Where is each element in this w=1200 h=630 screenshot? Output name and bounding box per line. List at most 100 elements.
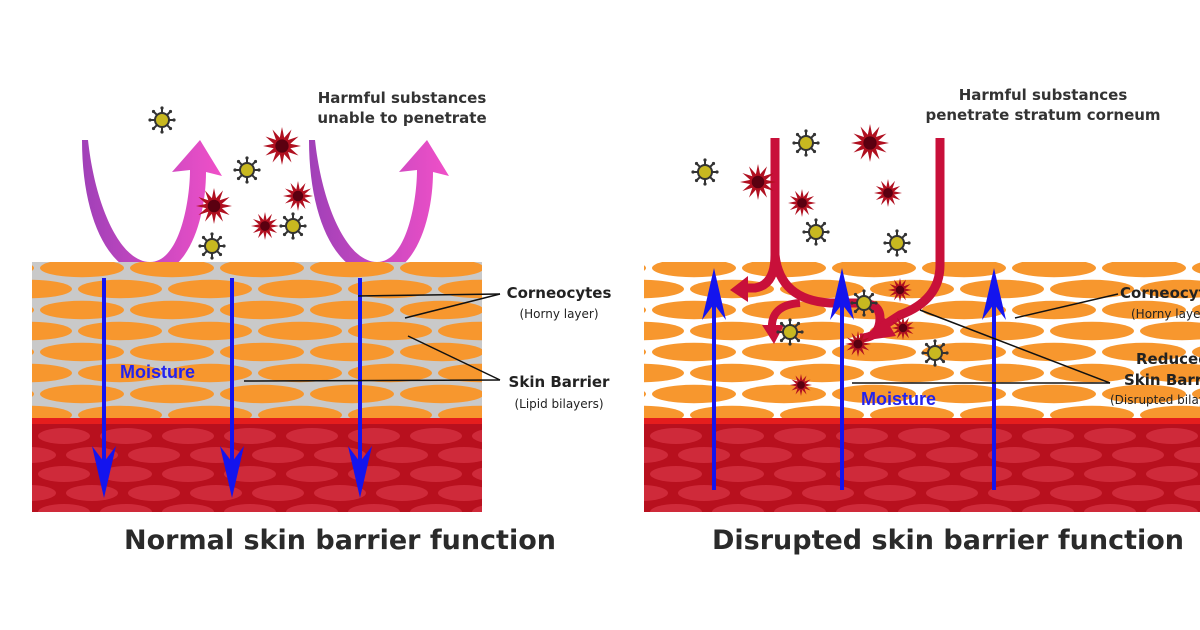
dermis-cell [1084,428,1136,444]
corneocyte-cell [644,349,646,355]
dermis-cell [802,447,854,463]
dermis-cell [314,485,366,501]
corneocyte-cell [78,279,162,299]
corneocyte-cell [922,342,1006,362]
right-label-barrier-sub: (Disrupted bilayers) [1110,393,1200,407]
corneocyte-cell [310,384,394,404]
corneocyte-cell [130,342,214,362]
corneocyte-cell [1102,342,1186,362]
dermis-cell [988,447,1040,463]
left-label-barrier: Skin Barrier [509,373,610,391]
corneocyte-cell [32,307,34,313]
dermis-cell [1174,485,1200,501]
dermis-cell [864,485,916,501]
dermis-cell [376,447,428,463]
penetrate-arrowhead-3 [762,325,784,344]
penetrate-arrowhead-4 [868,318,896,340]
dermis-cell [960,504,1012,512]
corneocyte-cell [310,262,394,278]
dermis-cell [1022,428,1074,444]
leader-corneocytes-left-2 [404,293,501,319]
dermis-cell [348,428,400,444]
dermis-cell [588,504,640,520]
dermis-cell [286,504,338,512]
dermis-cell [128,485,180,501]
left-moisture-label: Moisture [120,362,195,382]
right-moisture-label: Moisture [861,389,936,409]
right-heading-line2: penetrate stratum corneum [925,106,1160,124]
corneocyte-cell [438,321,482,341]
right-label-barrier-line1: Reduced [1136,350,1200,368]
corneocyte-cell [742,384,826,404]
corneocyte-cell [960,405,1044,422]
corneocyte-cell [644,265,646,271]
dermis-cell [1146,428,1198,444]
corneocyte-cell [258,321,342,341]
corneocyte-cell [1192,346,1200,358]
corneocyte-cell [960,363,1044,383]
corneocyte-cell [690,321,774,341]
toxin-particle [263,127,301,165]
dermis-cell [740,447,792,463]
dermis-cell [438,485,482,501]
toxin-particle [851,124,889,162]
moisture-arrowhead-up-3 [982,268,1006,320]
corneocyte-cell [348,405,432,422]
dermis-cell [898,428,950,444]
dermis-cell [1112,485,1164,501]
penetrate-arrow-4 [877,138,945,332]
dermis-cell [898,466,950,482]
dermis-cell [376,485,428,501]
corneocyte-cell [960,321,1044,341]
corneocyte-cell [438,405,482,422]
dermis-cell [960,466,1012,482]
corneocyte-cell [258,363,342,383]
deflect-arrow-left [82,140,222,275]
right-panel: Harmful substances penetrate stratum cor… [588,86,1200,556]
corneocyte-cell [832,384,916,404]
dermis-cell [0,466,28,482]
dermis-cell [128,447,180,463]
dermis-cell [650,466,702,482]
corneocyte-cell [400,384,482,404]
dermis-cell [712,428,764,444]
corneocyte-cell [32,405,72,422]
dermis-cell [66,485,118,501]
corneocyte-cell [40,300,124,320]
corneocyte-cell [78,363,162,383]
dermis-cell [190,485,242,501]
dermis-cell [836,466,888,482]
corneocyte-cell [78,405,162,422]
corneocyte-cell [32,391,34,397]
moisture-arrowhead-up-2 [830,268,854,320]
dermis-cell [1146,504,1198,512]
leader-corneocytes-right [1014,293,1119,319]
dermis-cell [0,428,28,444]
corneocyte-cell [438,363,482,383]
corneocyte-cell [1050,363,1134,383]
dermis-cell [650,428,702,444]
corneocyte-cell [40,342,124,362]
left-label-corneocytes: Corneocytes [507,284,612,302]
corneocyte-cell [168,321,252,341]
corneocyte-cell [258,279,342,299]
corneocyte-cell [220,262,304,278]
corneocyte-cell [130,262,214,278]
dermis-cell [438,447,482,463]
corneocyte-cell [922,384,1006,404]
toxin-particle [740,164,776,200]
corneocyte-cell [310,342,394,362]
virus-particle [850,289,878,317]
moisture-arrowhead-2 [220,446,244,498]
corneocyte-cell [40,384,124,404]
dermis-cell [712,466,764,482]
virus-particle [921,339,949,367]
dermis-cell [588,428,640,444]
corneocyte-cell [400,262,482,278]
right-heading-line1: Harmful substances [959,86,1128,104]
corneocyte-cell [644,321,684,341]
left-label-barrier-sub: (Lipid bilayers) [514,397,603,411]
corneocyte-cell [1140,321,1200,341]
right-label-corneocytes: Corneocytes [1120,284,1200,302]
